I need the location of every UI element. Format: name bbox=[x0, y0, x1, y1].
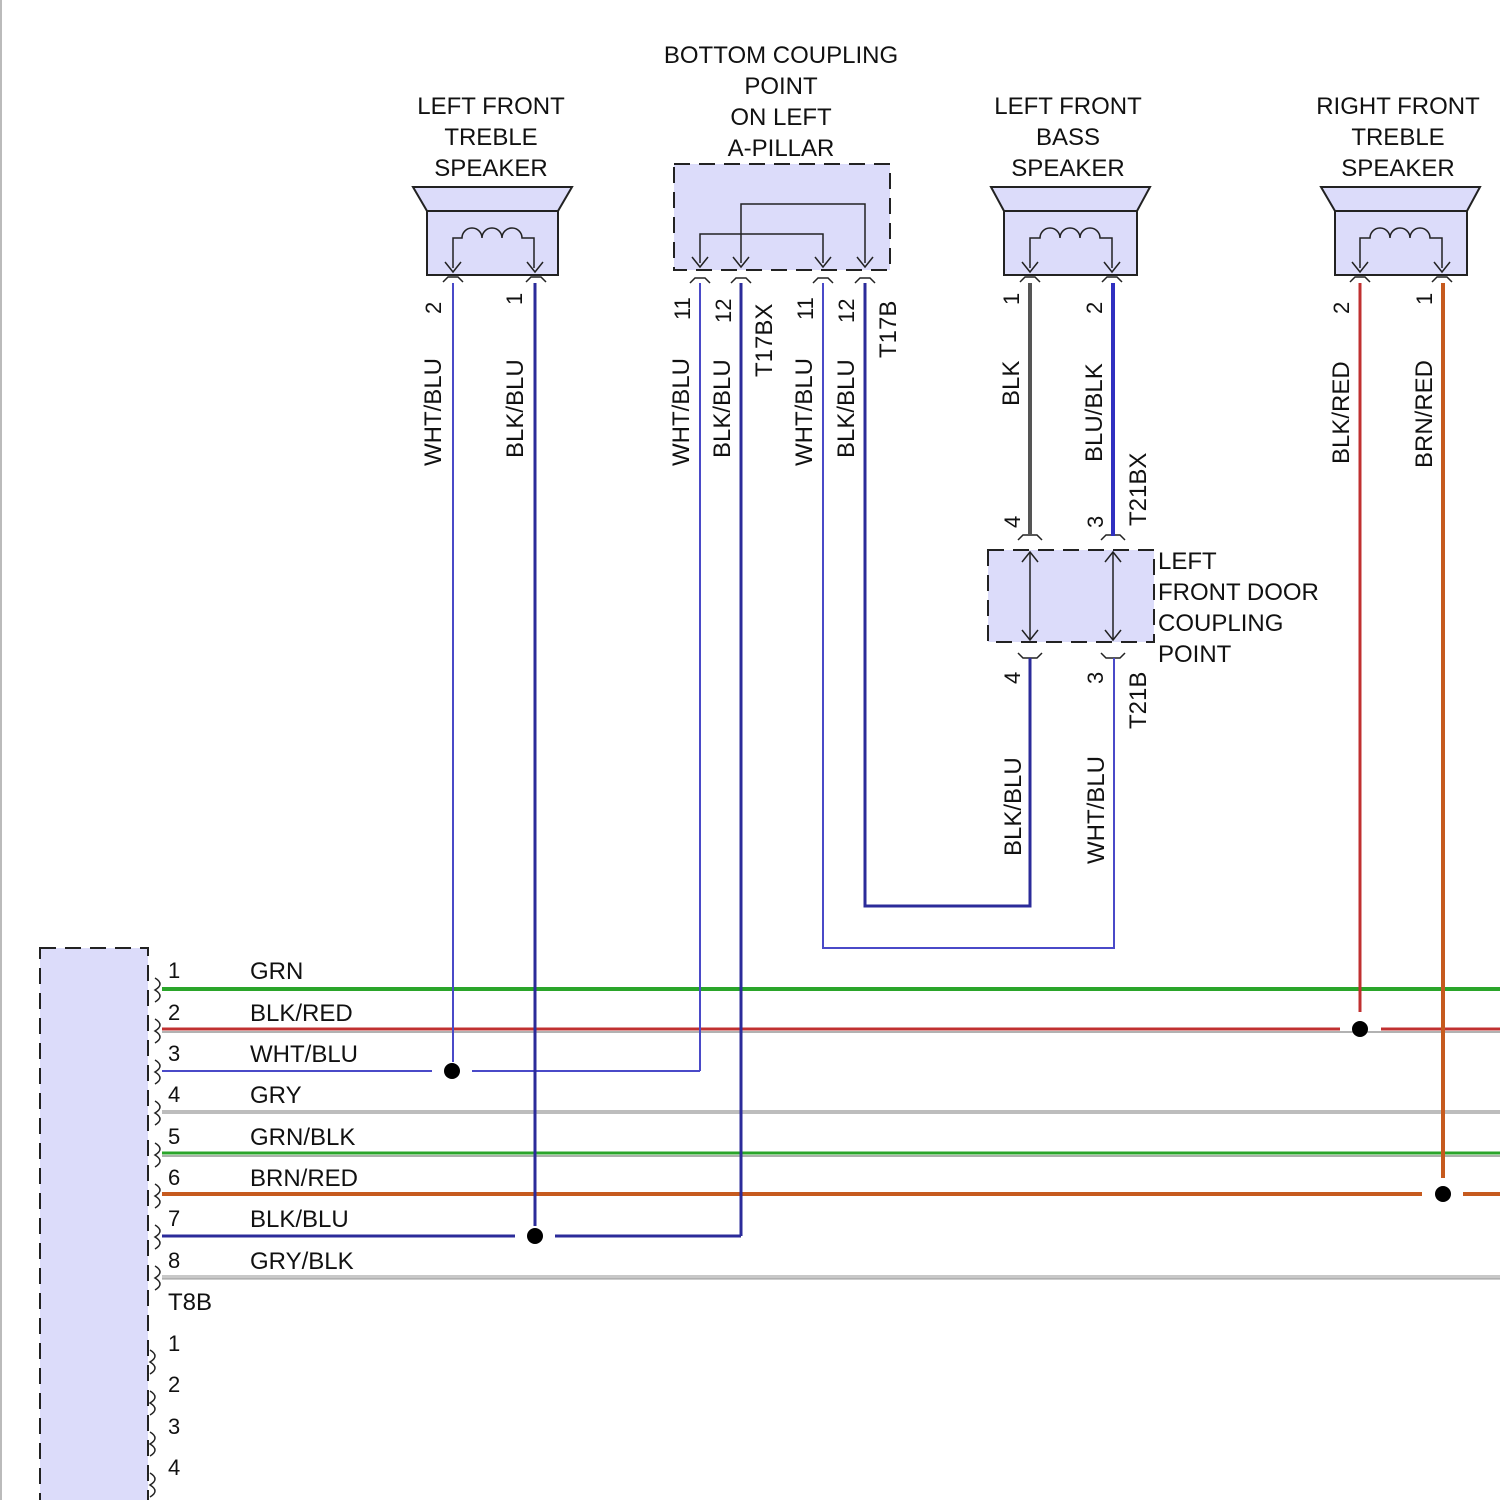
a-pillar-wire-1: WHT/BLU bbox=[668, 358, 695, 466]
t8b-pin-8: 8 bbox=[168, 1248, 180, 1273]
t8b-pin-3: 3 bbox=[168, 1041, 180, 1066]
a-pillar-coupling-point bbox=[674, 164, 890, 283]
t8b-pin-2: 2 bbox=[168, 1000, 180, 1025]
a-pillar-pin-12b: 12 bbox=[834, 299, 859, 323]
door-coupling-title-3: COUPLING bbox=[1158, 610, 1283, 637]
a-pillar-pin-11b: 11 bbox=[793, 297, 818, 320]
lf-bass-title-2: BASS bbox=[1036, 124, 1100, 151]
lf-bass-pin-1: 1 bbox=[999, 293, 1024, 305]
lf-bass-title-1: LEFT FRONT bbox=[994, 93, 1142, 120]
door-bottom-pin-4: 4 bbox=[1000, 672, 1025, 684]
a-pillar-pin-11a: 11 bbox=[670, 297, 695, 320]
door-connector-t21bx: T21BX bbox=[1125, 453, 1152, 526]
lf-bass-speaker bbox=[991, 187, 1150, 282]
t8b-wire-4: GRY bbox=[250, 1082, 302, 1109]
splice-brn-red bbox=[1435, 1186, 1451, 1202]
second-pin-4: 4 bbox=[168, 1455, 180, 1480]
t8b-pin-7: 7 bbox=[168, 1206, 180, 1231]
door-top-pin-4: 4 bbox=[1000, 516, 1025, 528]
door-connector-t21b: T21B bbox=[1125, 672, 1152, 729]
main-connector-labels: 1 GRN 2 BLK/RED 3 WHT/BLU 4 GRY 5 GRN/BL… bbox=[168, 958, 358, 1480]
lf-treble-pin-1: 1 bbox=[502, 293, 527, 305]
a-pillar-title-3: ON LEFT bbox=[730, 104, 832, 131]
vertical-wires bbox=[453, 283, 1443, 1236]
lf-bass-pin-2: 2 bbox=[1082, 302, 1107, 314]
a-pillar-title-1: BOTTOM COUPLING bbox=[664, 42, 898, 69]
lf-treble-wire-1: WHT/BLU bbox=[420, 358, 447, 466]
a-pillar-pin-12a: 12 bbox=[711, 299, 736, 323]
rf-treble-title-3: SPEAKER bbox=[1341, 155, 1454, 182]
lf-treble-speaker bbox=[413, 187, 572, 282]
lf-treble-title-2: TREBLE bbox=[444, 124, 537, 151]
door-coupling-title-4: POINT bbox=[1158, 641, 1232, 668]
second-pin-2: 2 bbox=[168, 1372, 180, 1397]
a-pillar-title-2: POINT bbox=[744, 73, 818, 100]
lf-treble-title-3: SPEAKER bbox=[434, 155, 547, 182]
rf-treble-wire-2: BRN/RED bbox=[1411, 360, 1438, 468]
splice-points bbox=[444, 1021, 1451, 1244]
a-pillar-wire-4: BLK/BLU bbox=[833, 359, 860, 458]
lf-treble-wire-2: BLK/BLU bbox=[502, 359, 529, 458]
rf-treble-title-1: RIGHT FRONT bbox=[1316, 93, 1480, 120]
rf-treble-speaker bbox=[1321, 187, 1480, 282]
door-coupling-title-2: FRONT DOOR bbox=[1158, 579, 1319, 606]
t8b-pin-6: 6 bbox=[168, 1165, 180, 1190]
rf-treble-title-2: TREBLE bbox=[1351, 124, 1444, 151]
door-coupling-title-1: LEFT bbox=[1158, 548, 1217, 575]
rf-treble-pin-1: 1 bbox=[1412, 293, 1437, 305]
splice-blk-red bbox=[1352, 1021, 1368, 1037]
t8b-wire-7: BLK/BLU bbox=[250, 1206, 349, 1233]
t8b-pin-4: 4 bbox=[168, 1082, 180, 1107]
t8b-wire-8: GRY/BLK bbox=[250, 1248, 354, 1275]
lf-treble-pin-2: 2 bbox=[421, 302, 446, 314]
lf-treble-title-1: LEFT FRONT bbox=[417, 93, 565, 120]
rf-treble-wire-1: BLK/RED bbox=[1328, 361, 1355, 464]
a-pillar-title-4: A-PILLAR bbox=[728, 135, 835, 162]
door-top-pin-3: 3 bbox=[1083, 516, 1108, 528]
a-pillar-connector-t17bx: T17BX bbox=[751, 304, 778, 377]
rf-treble-pin-2: 2 bbox=[1329, 302, 1354, 314]
lf-bass-wire-1: BLK bbox=[998, 361, 1025, 406]
door-coupling-point bbox=[988, 535, 1154, 658]
lf-bass-title-3: SPEAKER bbox=[1011, 155, 1124, 182]
t8b-wire-6: BRN/RED bbox=[250, 1165, 358, 1192]
a-pillar-wire-3: WHT/BLU bbox=[791, 358, 818, 466]
t8b-wire-1: GRN bbox=[250, 958, 303, 985]
a-pillar-wire-2: BLK/BLU bbox=[709, 359, 736, 458]
second-pin-1: 1 bbox=[168, 1331, 180, 1356]
t8b-connector-name: T8B bbox=[168, 1289, 212, 1316]
splice-blk-blu bbox=[527, 1228, 543, 1244]
t8b-wire-2: BLK/RED bbox=[250, 1000, 353, 1027]
lf-bass-wire-2: BLU/BLK bbox=[1081, 363, 1108, 462]
t8b-pin-1: 1 bbox=[168, 958, 180, 983]
main-connector bbox=[40, 948, 160, 1500]
second-pin-3: 3 bbox=[168, 1414, 180, 1439]
t8b-pin-5: 5 bbox=[168, 1124, 180, 1149]
door-wire-2: WHT/BLU bbox=[1083, 756, 1110, 864]
door-bottom-pin-3: 3 bbox=[1083, 672, 1108, 684]
a-pillar-connector-t17b: T17B bbox=[875, 301, 902, 358]
t8b-wire-3: WHT/BLU bbox=[250, 1041, 358, 1068]
t8b-wire-5: GRN/BLK bbox=[250, 1124, 355, 1151]
splice-wht-blu bbox=[444, 1063, 460, 1079]
bus-wires bbox=[162, 989, 1500, 1279]
door-wire-1: BLK/BLU bbox=[1000, 757, 1027, 856]
